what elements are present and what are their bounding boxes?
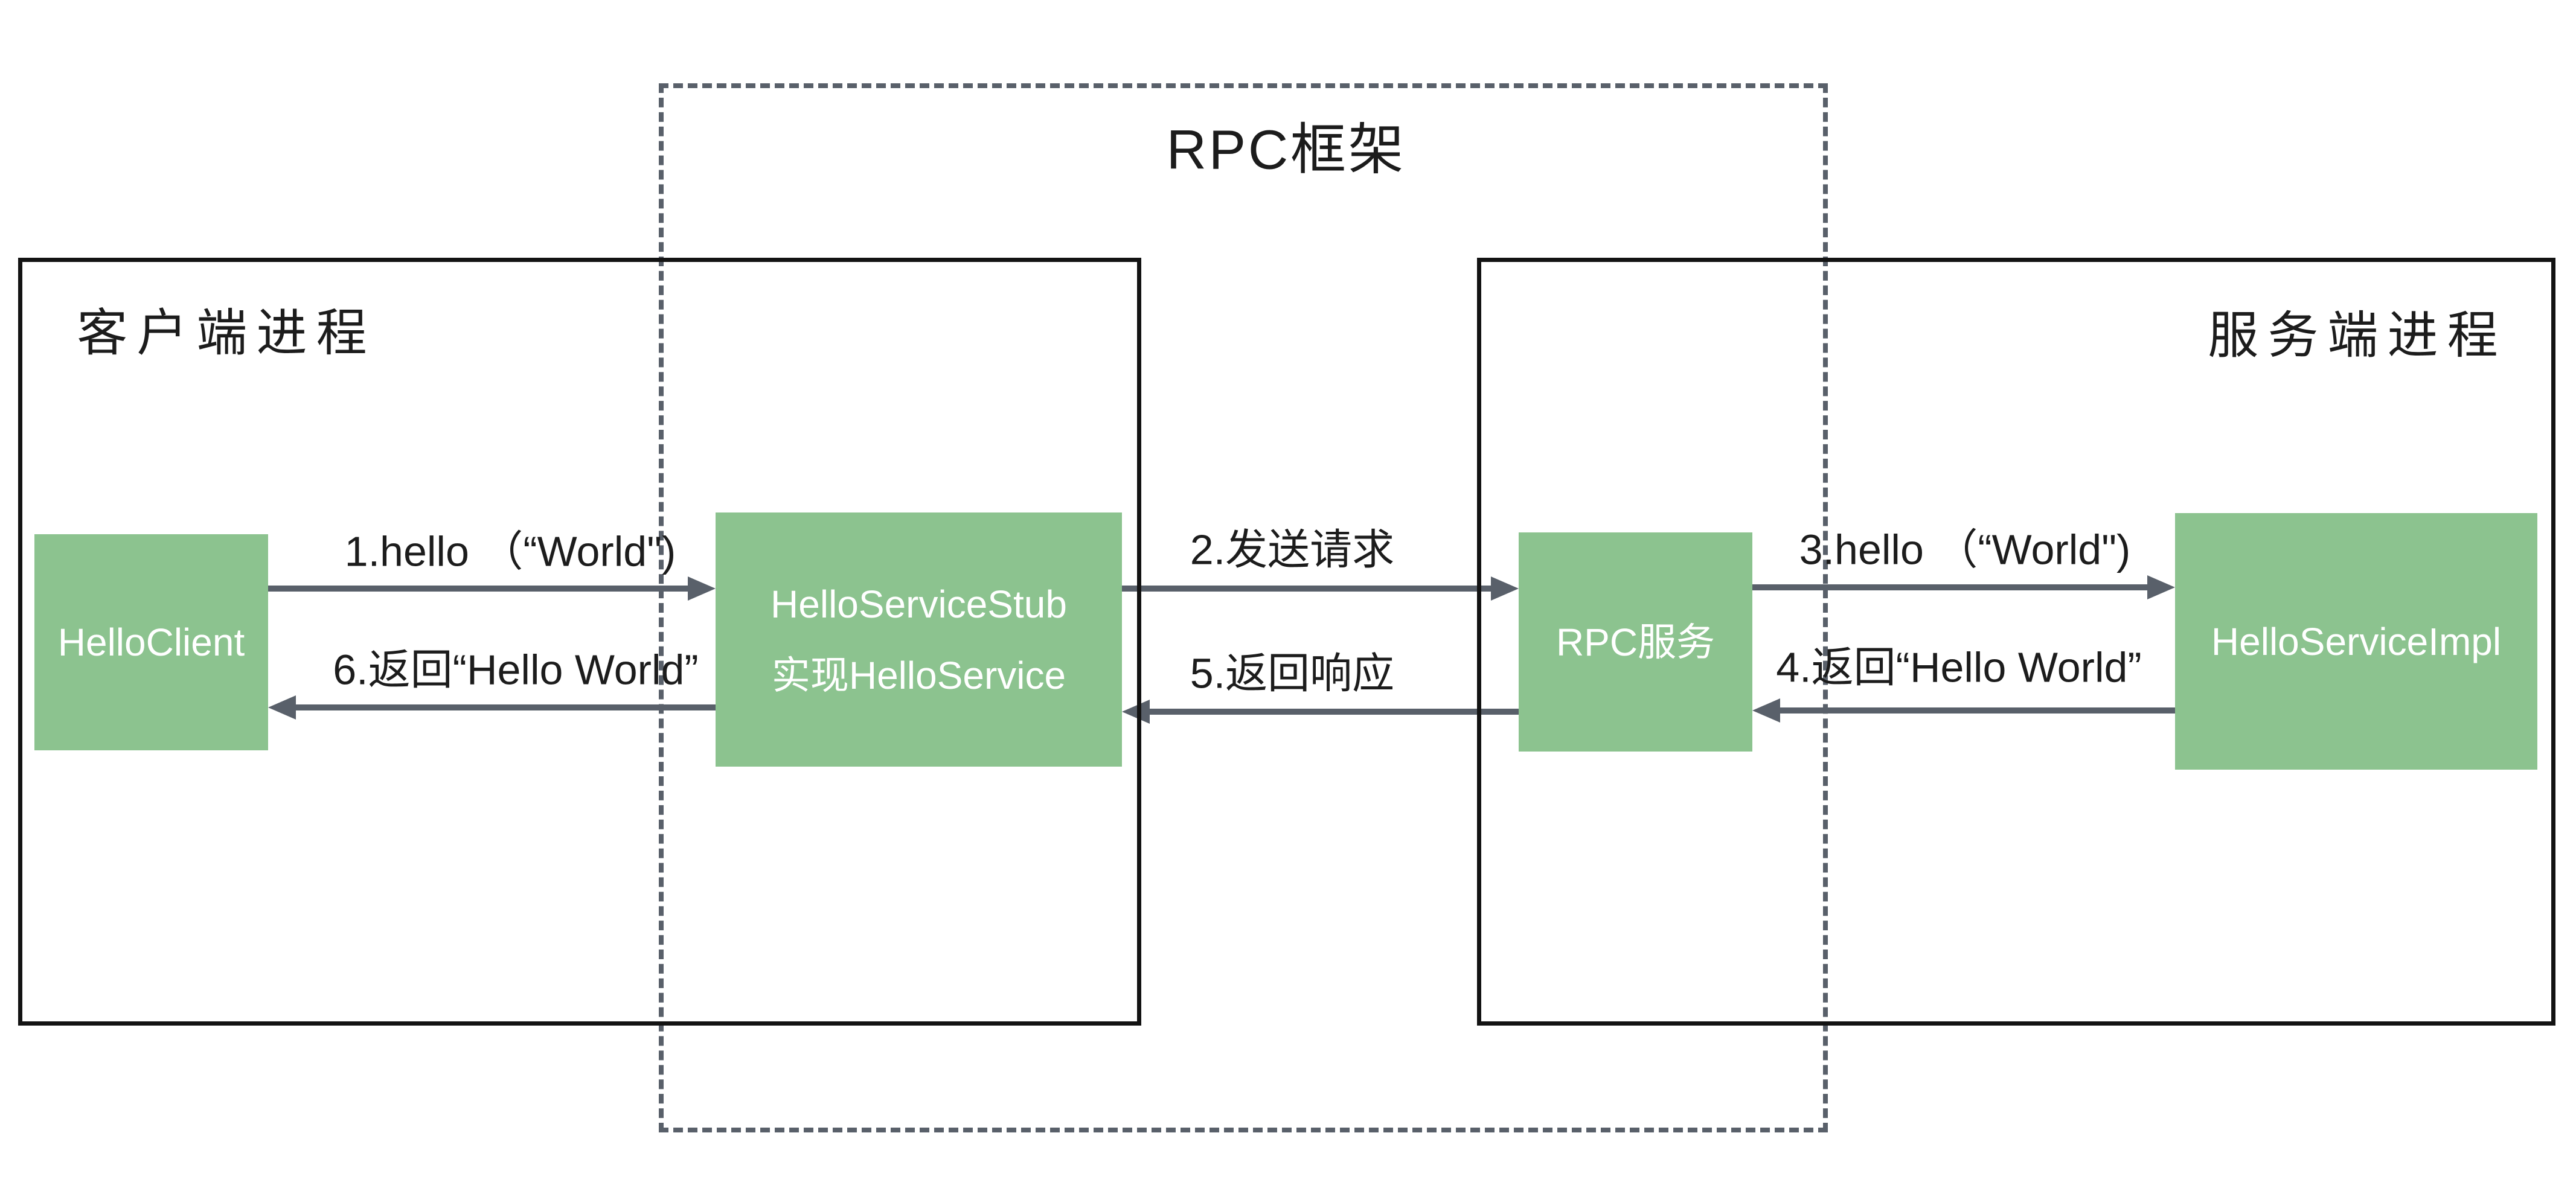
node-stub-label-line1: HelloServiceStub <box>771 582 1067 626</box>
arrow-step3-label: 3.hello （“World") <box>1799 526 2131 573</box>
arrow-step2-label: 2.发送请求 <box>1190 526 1395 573</box>
client-process-box <box>18 258 1141 1026</box>
arrow-step5-head-icon <box>1122 700 1150 724</box>
diagram-title: RPC框架 <box>1166 119 1406 181</box>
arrow-step6-label: 6.返回“Hello World” <box>333 646 699 694</box>
node-rpc-service: RPC服务 <box>1519 532 1752 752</box>
arrow-step4-head-icon <box>1752 698 1780 723</box>
arrow-step1-label: 1.hello （“World") <box>344 528 676 575</box>
arrow-step4-label: 4.返回“Hello World” <box>1776 643 2142 691</box>
arrow-step2-line <box>1122 586 1492 592</box>
node-hello-client-label: HelloClient <box>57 621 245 664</box>
node-hello-service-stub: HelloServiceStub 实现HelloService <box>716 512 1122 767</box>
arrow-step3-head-icon <box>2147 575 2175 599</box>
arrow-step1-line <box>268 586 689 592</box>
node-stub-label-line2: 实现HelloService <box>771 653 1066 697</box>
node-hello-service-impl-label: HelloServiceImpl <box>2211 619 2502 663</box>
arrow-step3-line <box>1752 584 2148 590</box>
client-process-label: 客户端进程 <box>77 304 376 362</box>
arrow-step5-line <box>1149 709 1519 715</box>
node-rpc-service-label: RPC服务 <box>1556 620 1716 664</box>
server-process-box <box>1477 258 2555 1026</box>
node-hello-service-impl: HelloServiceImpl <box>2175 513 2537 770</box>
arrow-step2-head-icon <box>1491 576 1519 601</box>
arrow-step6-line <box>295 704 716 710</box>
arrow-step1-head-icon <box>688 576 716 601</box>
node-hello-client: HelloClient <box>34 534 268 750</box>
arrow-step4-line <box>1779 707 2176 714</box>
arrow-step5-label: 5.返回响应 <box>1190 650 1395 697</box>
arrow-step6-head-icon <box>268 695 296 720</box>
server-process-label: 服务端进程 <box>2208 307 2507 364</box>
rpc-framework-boundary-box <box>659 83 1828 1132</box>
